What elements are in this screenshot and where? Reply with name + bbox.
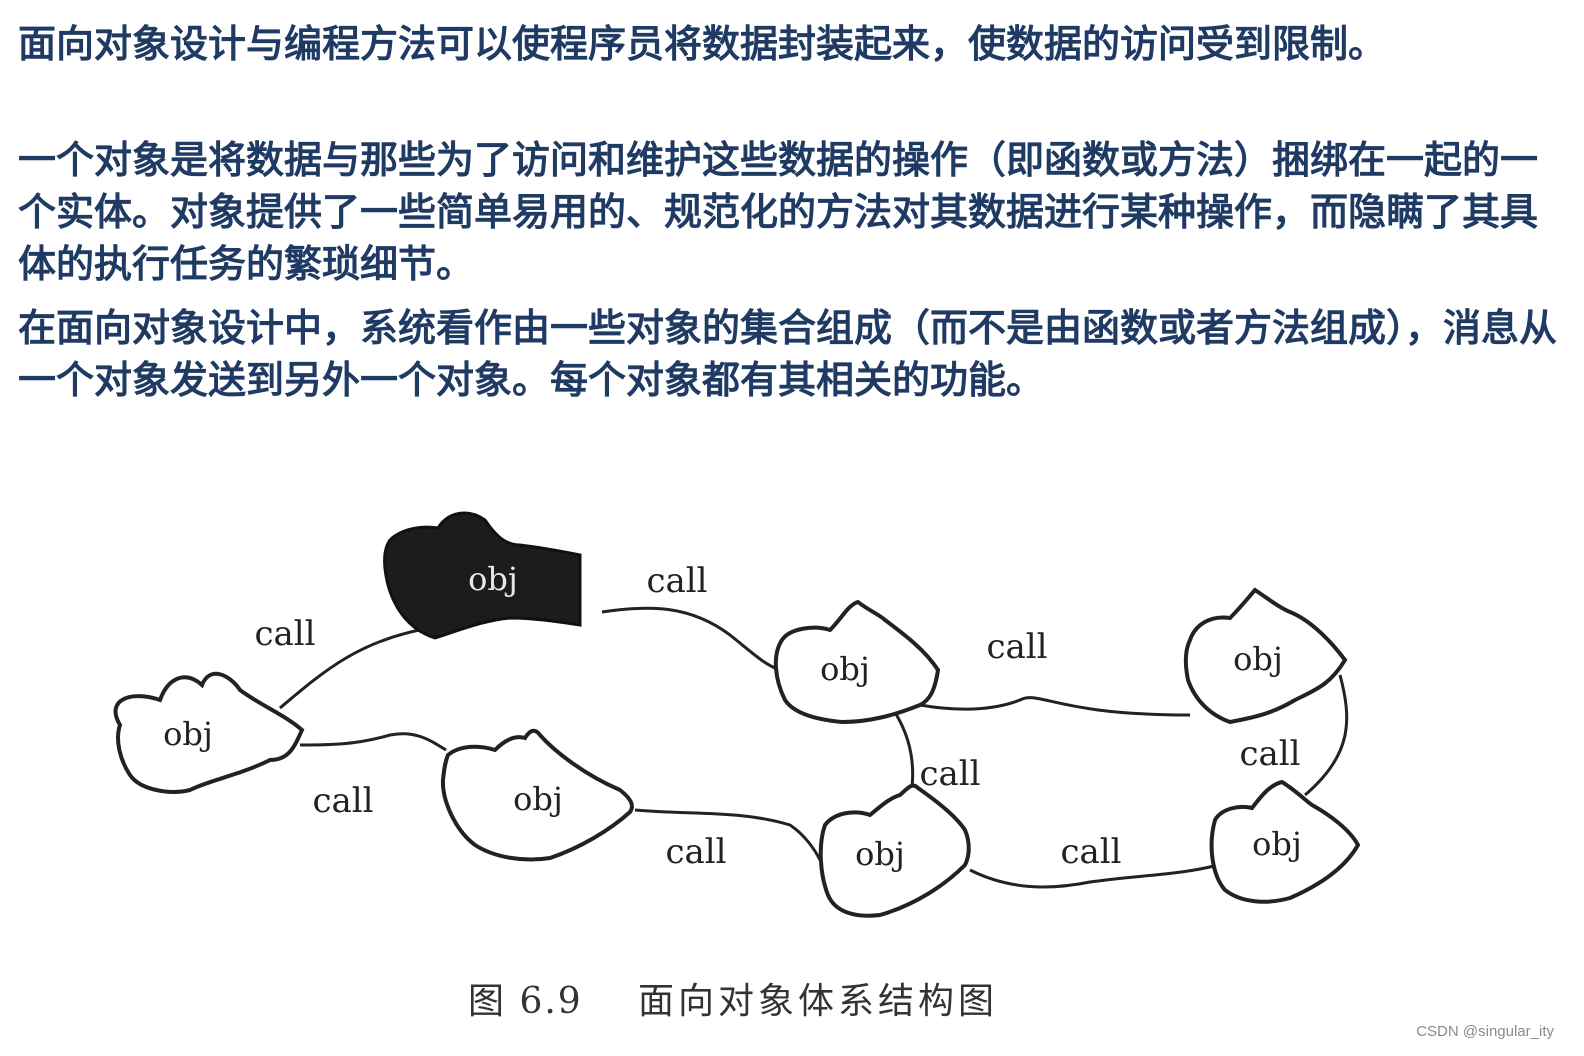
paragraph-system-composition: 在面向对象设计中，系统看作由一些对象的集合组成（而不是由函数或者方法组成），消息… [18,306,1558,402]
edge-label: call [312,781,373,821]
edge-obj1-obj2 [279,626,431,710]
paragraph-encapsulation: 面向对象设计与编程方法可以使程序员将数据封装起来，使数据的访问受到限制。 [18,22,1387,66]
object-blob [1183,587,1348,725]
figure-caption: 面向对象体系结构图 [638,981,999,1022]
object-node-6: obj [818,783,971,918]
edge-label: call [646,561,707,601]
object-label: obj [513,780,563,818]
object-node-4: obj [1183,587,1348,725]
edge-obj6-obj7 [969,863,1219,889]
edge-label: call [1239,734,1300,774]
edge-label: call [986,627,1047,667]
edge-label: call [665,832,726,872]
object-label: obj [468,560,518,598]
object-blob [440,728,634,862]
object-label: obj [163,715,213,753]
object-node-1: obj [113,671,305,794]
object-blob [1209,779,1361,904]
edge-obj4-obj7 [1304,674,1349,797]
object-blob [773,599,941,725]
edge-obj3-obj4 [919,696,1191,717]
object-architecture-diagram: obj obj obj obj obj obj obj call call ca… [113,511,1361,918]
watermark: CSDN @singular_ity [1416,1023,1554,1040]
object-label: obj [855,835,905,873]
object-node-2-highlighted: obj [383,511,582,640]
object-blob [818,783,971,918]
object-node-5: obj [440,728,634,862]
object-label: obj [1233,640,1283,678]
paragraph-object-definition: 一个对象是将数据与那些为了访问和维护这些数据的操作（即函数或方法）捆绑在一起的一… [18,138,1539,286]
edge-label: call [254,614,315,654]
object-blob [113,671,305,794]
edge-label: call [919,754,980,794]
object-label: obj [1252,825,1302,863]
edge-label: call [1060,832,1121,872]
edge-obj2-obj3 [601,606,781,672]
object-node-7: obj [1209,779,1361,904]
object-blob [383,511,582,640]
object-node-3: obj [773,599,941,725]
edge-obj1-obj5 [299,732,447,752]
edge-obj5-obj6 [634,808,822,861]
figure-number: 图 6.9 [468,981,583,1022]
object-label: obj [820,650,870,688]
